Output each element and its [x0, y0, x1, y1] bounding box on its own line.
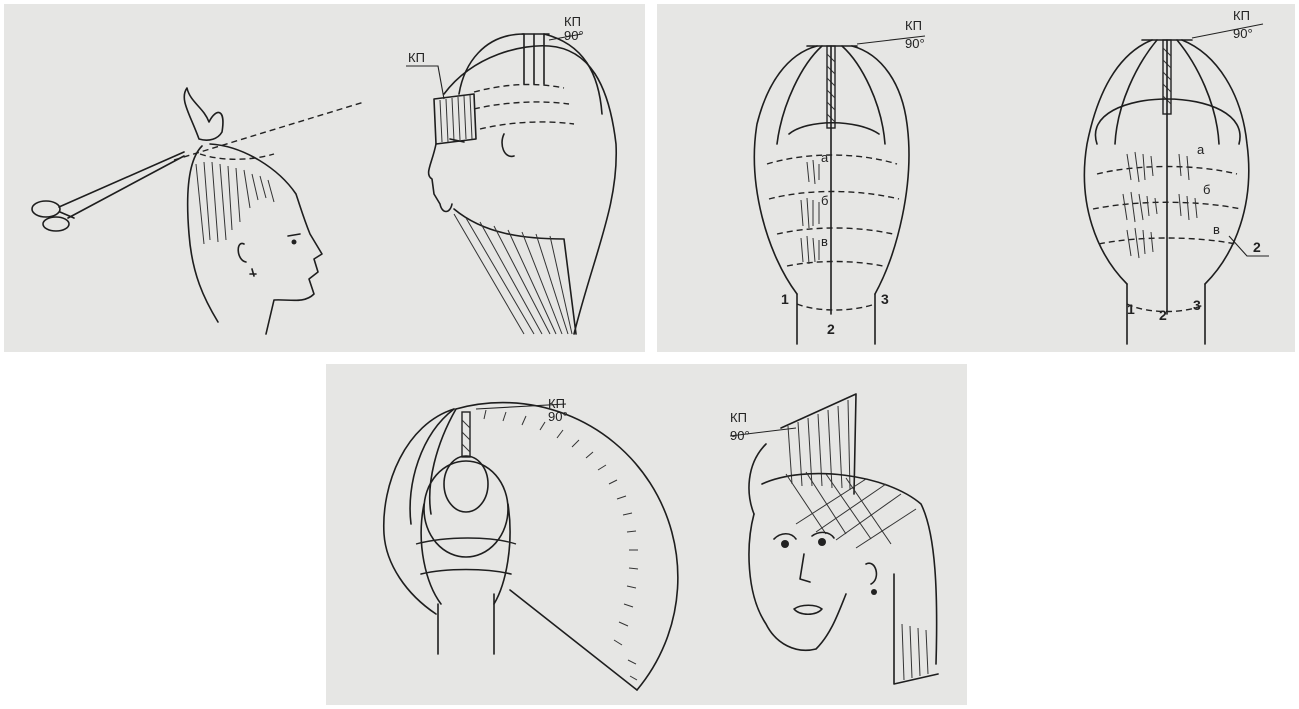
- strand-1: 1: [781, 291, 789, 307]
- angle-label: 90°: [548, 409, 568, 424]
- panel-top-right: а б в 1 2 3 КП 90° а б в 1 2: [657, 4, 1295, 352]
- section-b: б: [1203, 182, 1210, 197]
- strand-3: 3: [1193, 297, 1201, 313]
- kp-label: КП: [564, 14, 581, 29]
- strand-1: 1: [1127, 301, 1135, 317]
- head-profile-ponytail: [184, 88, 322, 334]
- strand-3: 3: [881, 291, 889, 307]
- kp-label: КП: [408, 50, 425, 65]
- head-face-view: КП 90°: [730, 394, 938, 684]
- strand-2: 2: [1159, 307, 1167, 323]
- kp-label: КП: [905, 18, 922, 33]
- scissors-icon: [32, 152, 184, 231]
- section-a: а: [1197, 142, 1205, 157]
- angle-label: 90°: [730, 428, 750, 443]
- section-b: б: [821, 193, 828, 208]
- head-profile-bangs: [406, 34, 616, 334]
- head-back-view-b: а б в 1 2 3 2 КП 90°: [1084, 8, 1269, 344]
- panel-top-left: КП КП 90°: [4, 4, 645, 352]
- callout-2: 2: [1253, 239, 1261, 255]
- bottom-illustration: КП 90° КП 90°: [326, 364, 967, 705]
- kp-label: КП: [1233, 8, 1250, 23]
- head-back-view-a: а б в 1 2 3 КП 90°: [754, 18, 925, 344]
- angle-label: 90°: [1233, 26, 1253, 41]
- angle-label: 90°: [564, 28, 584, 43]
- panel-bottom: КП 90° КП 90°: [326, 364, 967, 705]
- angle-label: 90°: [905, 36, 925, 51]
- top-left-illustration: КП КП 90°: [4, 4, 645, 352]
- section-v: в: [1213, 222, 1220, 237]
- strand-2: 2: [827, 321, 835, 337]
- head-with-protractor: КП 90°: [384, 396, 678, 690]
- section-v: в: [821, 234, 828, 249]
- kp-label: КП: [730, 410, 747, 425]
- top-right-illustration: а б в 1 2 3 КП 90° а б в 1 2: [657, 4, 1295, 352]
- section-a: а: [821, 150, 829, 165]
